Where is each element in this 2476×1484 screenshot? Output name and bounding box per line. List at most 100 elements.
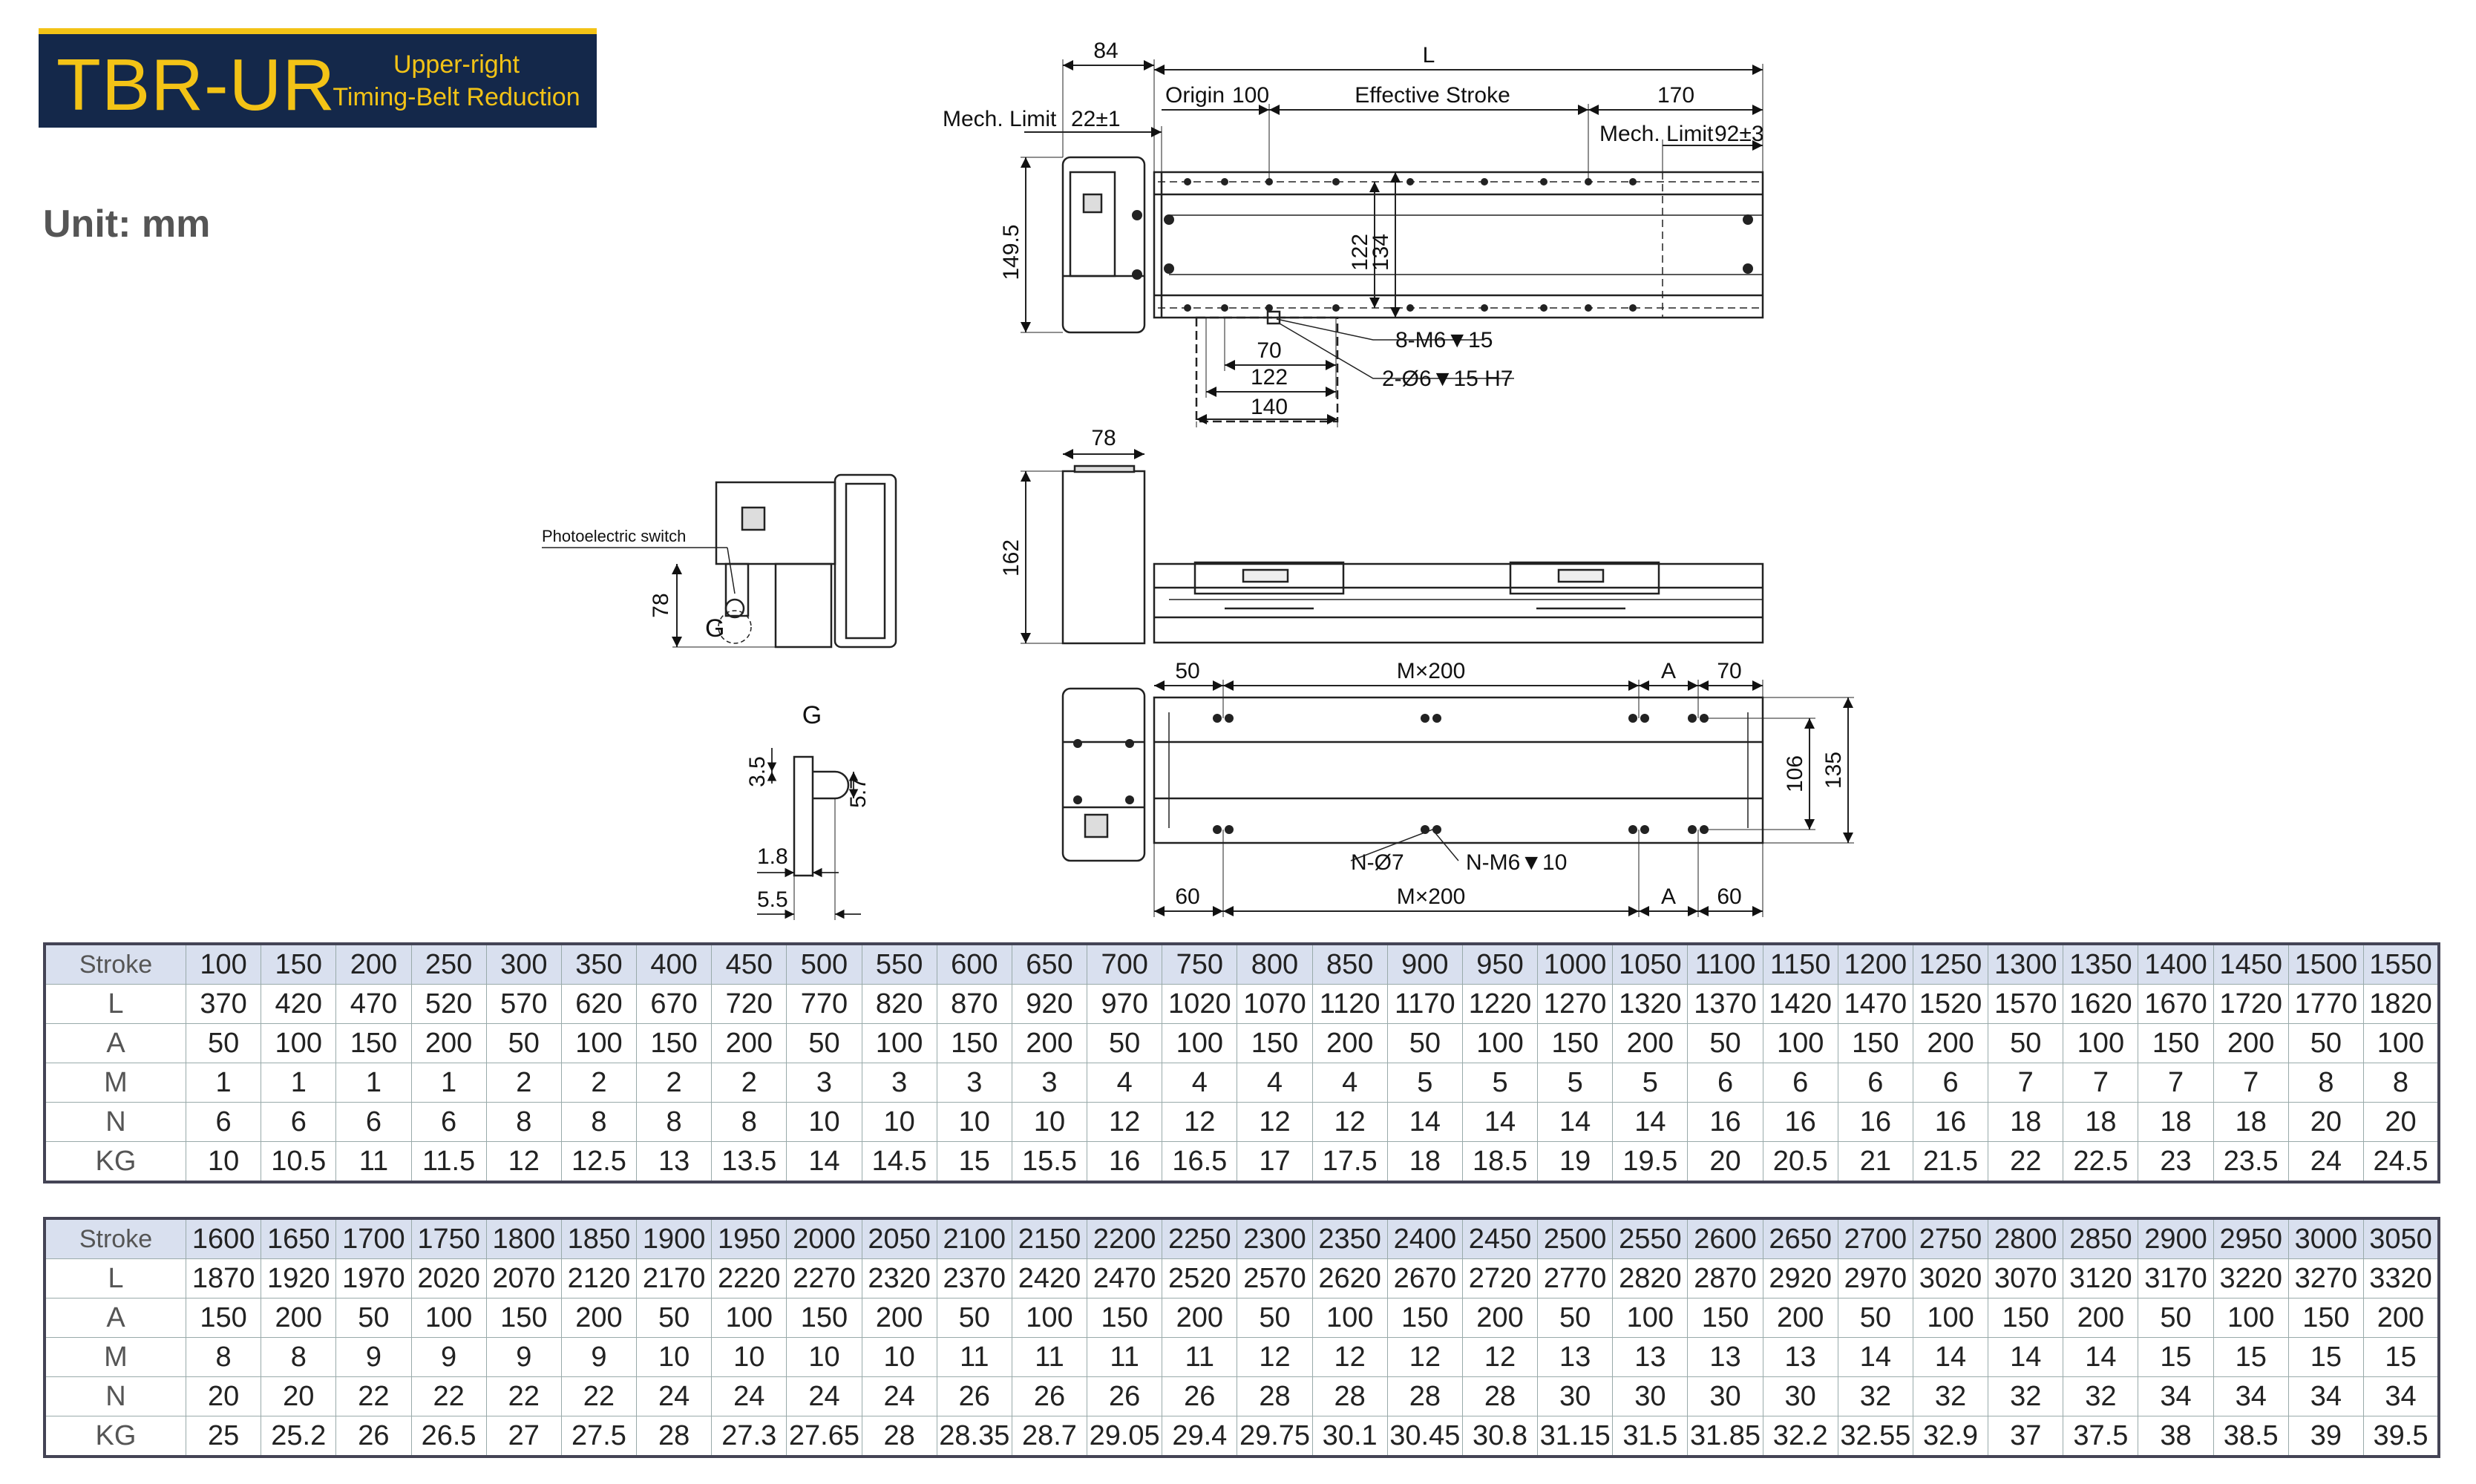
table-cell: 1350 xyxy=(2063,943,2139,985)
table-cell: 27.65 xyxy=(786,1416,862,1457)
table-cell: 1700 xyxy=(335,1218,412,1259)
note-dowel-holes: 2-Ø6▼15 H7 xyxy=(1382,367,1513,391)
dim-origin-100: 100 xyxy=(1232,83,1269,108)
table-cell: 100 xyxy=(1011,1298,1088,1338)
table-cell: 920 xyxy=(1011,984,1088,1024)
table-cell: 850 xyxy=(1311,943,1388,985)
table-cell: 1820 xyxy=(2362,984,2440,1024)
unit-label: Unit: mm xyxy=(43,203,211,246)
table-cell: 22 xyxy=(410,1376,487,1416)
top-sensor-tab xyxy=(1266,310,1281,325)
table-cell: 200 xyxy=(1162,1298,1238,1338)
table-cell: 18 xyxy=(1988,1102,2064,1142)
table-cell: 38 xyxy=(2138,1416,2214,1457)
table-cell: 8 xyxy=(2287,1063,2364,1103)
table-cell: 2370 xyxy=(936,1258,1012,1298)
table-cell: 16 xyxy=(1762,1102,1838,1142)
bottom-dim-A-bottom: A xyxy=(1661,884,1676,909)
table-cell: 100 xyxy=(861,1023,937,1063)
row-label: N xyxy=(44,1102,186,1142)
table-cell: 8 xyxy=(560,1102,638,1142)
table-cell: 29.05 xyxy=(1087,1416,1163,1457)
table-cell: 31.5 xyxy=(1612,1416,1689,1457)
table-cell: 200 xyxy=(2362,1298,2440,1338)
detail-g-dim-1-8: 1.8 xyxy=(757,844,788,869)
table-cell: 150 xyxy=(185,1298,262,1338)
row-label: A xyxy=(44,1023,186,1063)
table-cell: 200 xyxy=(335,943,412,985)
table-cell: 1100 xyxy=(1687,943,1763,985)
subtitle-line-2: Timing-Belt Reduction xyxy=(333,83,580,111)
row-label: KG xyxy=(44,1416,186,1457)
table-cell: 6 xyxy=(1762,1063,1838,1103)
top-motor-housing xyxy=(1061,156,1146,334)
table-cell: 150 xyxy=(335,1023,412,1063)
table-cell: 9 xyxy=(410,1337,487,1377)
table-cell: 10 xyxy=(786,1337,862,1377)
table-cell: 150 xyxy=(2287,1298,2364,1338)
table-cell: 8 xyxy=(185,1337,262,1377)
row-label: M xyxy=(44,1063,186,1103)
table-cell: 2320 xyxy=(861,1258,937,1298)
side-carriage-2 xyxy=(1509,561,1660,595)
table-cell: 50 xyxy=(1687,1023,1763,1063)
table-cell: 12.5 xyxy=(560,1141,638,1183)
table-cell: 100 xyxy=(2213,1298,2289,1338)
row-label: L xyxy=(44,984,186,1024)
table-cell: 28 xyxy=(636,1416,713,1457)
side-motor-housing xyxy=(1061,470,1146,645)
table-cell: 2470 xyxy=(1087,1258,1163,1298)
table-cell: 26 xyxy=(335,1416,412,1457)
table-cell: 26 xyxy=(936,1376,1012,1416)
table-cell: 1920 xyxy=(261,1258,337,1298)
table-cell: 3000 xyxy=(2287,1218,2364,1259)
table-cell: 8 xyxy=(711,1102,787,1142)
photoelectric-switch-label: Photoelectric switch xyxy=(542,527,686,545)
table-cell: 8 xyxy=(2362,1063,2440,1103)
table-cell: 150 xyxy=(261,943,337,985)
table-cell: 13 xyxy=(1612,1337,1689,1377)
table-cell: 19.5 xyxy=(1612,1141,1689,1183)
table-cell: 900 xyxy=(1386,943,1463,985)
table-cell: 100 xyxy=(2362,1023,2440,1063)
table-cell: 2500 xyxy=(1537,1218,1614,1259)
table-cell: 27 xyxy=(485,1416,562,1457)
table-cell: 3170 xyxy=(2138,1258,2214,1298)
table-cell: 670 xyxy=(636,984,713,1024)
table-cell: 32.2 xyxy=(1762,1416,1838,1457)
table-cell: 16 xyxy=(1912,1102,1989,1142)
table-cell: 24 xyxy=(861,1376,937,1416)
table-cell: 1250 xyxy=(1912,943,1989,985)
table-cell: 2800 xyxy=(1988,1218,2064,1259)
table-cell: 32.55 xyxy=(1837,1416,1913,1457)
table-cell: 28 xyxy=(861,1416,937,1457)
table-cell: 3270 xyxy=(2287,1258,2364,1298)
table-cell: 50 xyxy=(2138,1298,2214,1338)
mech-limit-left-label: Mech. Limit xyxy=(943,107,1057,131)
table-cell: 2020 xyxy=(410,1258,487,1298)
table-cell: 30 xyxy=(1612,1376,1689,1416)
bottom-view-dimensions xyxy=(1153,680,1854,917)
top-view xyxy=(1061,156,1764,423)
table-cell: 2850 xyxy=(2063,1218,2139,1259)
table-cell: 150 xyxy=(1988,1298,2064,1338)
table-cell: 20 xyxy=(185,1376,262,1416)
table-cell: 10.5 xyxy=(261,1141,337,1183)
table-cell: 6 xyxy=(1837,1063,1913,1103)
table-cell: 1200 xyxy=(1837,943,1913,985)
table-cell: 12 xyxy=(1237,1337,1313,1377)
row-label: L xyxy=(44,1258,186,1298)
table-cell: 23.5 xyxy=(2213,1141,2289,1183)
table-cell: 970 xyxy=(1087,984,1163,1024)
table-cell: 770 xyxy=(786,984,862,1024)
table-cell: 14 xyxy=(1537,1102,1614,1142)
table-cell: 50 xyxy=(1837,1298,1913,1338)
